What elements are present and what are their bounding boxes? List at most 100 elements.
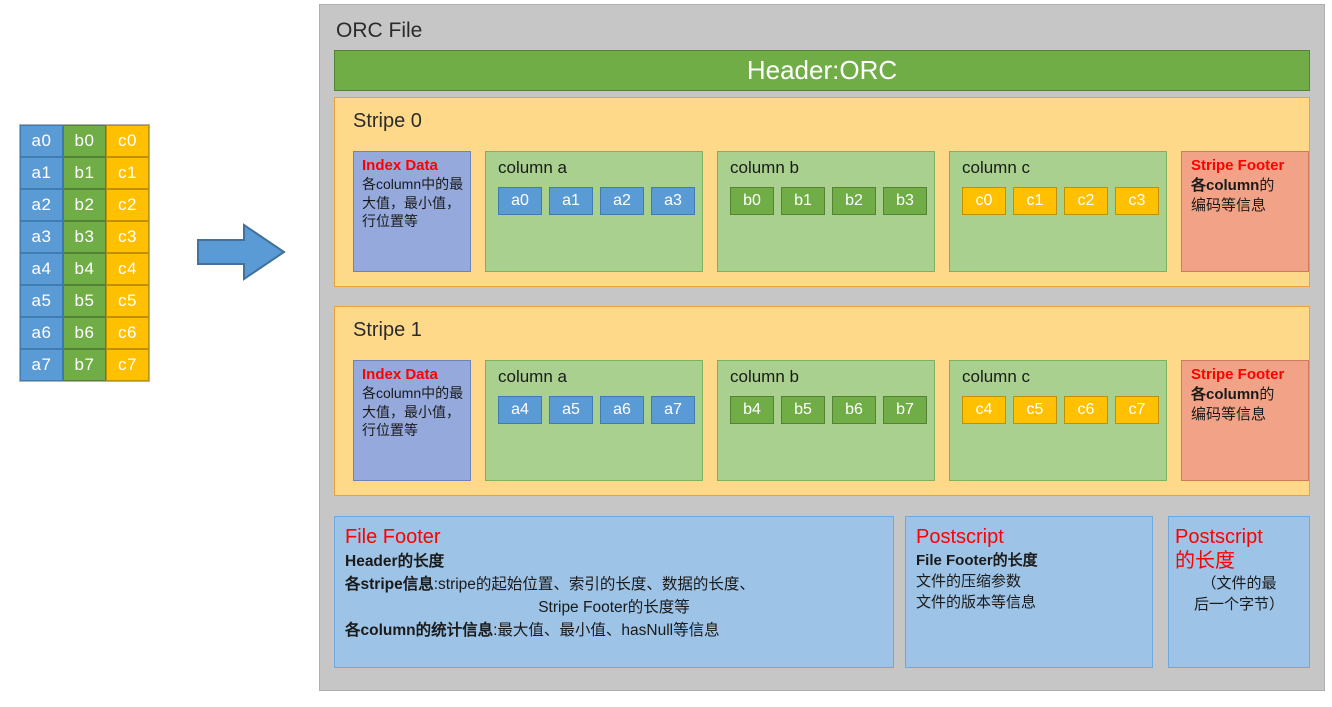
file-footer-line-1: Header的长度 [345, 550, 883, 573]
data-chip: b7 [883, 396, 927, 424]
stripe-footer-title: Stripe Footer [1191, 366, 1285, 383]
postscript-length-title-line-1: Postscript [1175, 526, 1263, 548]
stripe-0-stripe-footer: Stripe Footer 各column的 编码等信息 [1181, 151, 1309, 272]
postscript-line-2: 文件的压缩参数 [916, 573, 1022, 590]
orc-file-container: ORC File Header:ORC Stripe 0 Index Data … [319, 4, 1325, 691]
table-cell-c: c1 [106, 157, 149, 189]
orc-header-label: Header:ORC [746, 55, 898, 85]
table-cell-a: a6 [20, 317, 63, 349]
arrow-svg [197, 223, 286, 281]
orc-file-title: ORC File [336, 19, 423, 42]
data-chip: c4 [962, 396, 1006, 424]
table-cell-b: b1 [63, 157, 106, 189]
data-chip: a3 [651, 187, 695, 215]
data-chip: c5 [1013, 396, 1057, 424]
stripe-1-title: Stripe 1 [353, 319, 422, 341]
stripe-footer-title: Stripe Footer [1191, 157, 1285, 174]
data-chip: b5 [781, 396, 825, 424]
stripe-footer-desc-line2: 编码等信息 [1191, 197, 1267, 214]
table-cell-a: a2 [20, 189, 63, 221]
file-footer-line-4-bold: 各column的统计信息 [345, 622, 494, 639]
table-cell-b: b0 [63, 125, 106, 157]
stripe-0-body: Index Data 各column中的最大值，最小值，行位置等 column … [353, 151, 1309, 272]
stripe-footer-desc-bold: 各column [1191, 177, 1260, 194]
stripe-footer-desc-rest: 的 [1259, 177, 1275, 194]
stripe-0: Stripe 0 Index Data 各column中的最大值，最小值，行位置… [334, 97, 1310, 287]
file-footer-line-1-rest: 的长度 [397, 553, 445, 570]
file-footer-line-4: 各column的统计信息:最大值、最小值、hasNull等信息 [345, 619, 883, 642]
postscript-line-3: 文件的版本等信息 [916, 594, 1037, 611]
stripe-0-index-data: Index Data 各column中的最大值，最小值，行位置等 [353, 151, 471, 272]
file-footer-line-2: 各stripe信息:stripe的起始位置、索引的长度、数据的长度、 [345, 573, 883, 596]
stripe-1-index-data: Index Data 各column中的最大值，最小值，行位置等 [353, 360, 471, 481]
file-footer-line-3: Stripe Footer的长度等 [538, 599, 690, 616]
table-cell-c: c0 [106, 125, 149, 157]
data-chip: a4 [498, 396, 542, 424]
postscript-length-note-line-1: （文件的最 [1201, 575, 1277, 592]
data-chip: c6 [1064, 396, 1108, 424]
column-title: column b [730, 158, 799, 177]
column-title: column a [498, 158, 567, 177]
table-cell-a: a5 [20, 285, 63, 317]
stripe-footer-desc-rest: 的 [1259, 386, 1275, 403]
data-chip: a6 [600, 396, 644, 424]
data-chip: c2 [1064, 187, 1108, 215]
stripe-1-stripe-footer: Stripe Footer 各column的 编码等信息 [1181, 360, 1309, 481]
data-chip: a0 [498, 187, 542, 215]
stripe-footer-desc: 各column的 [1191, 176, 1304, 196]
file-footer-line-1-bold: Header [345, 553, 398, 570]
postscript-length-note-line-2: 后一个字节） [1193, 596, 1284, 613]
table-cell-a: a4 [20, 253, 63, 285]
table-cell-a: a0 [20, 125, 63, 157]
table-cell-c: c3 [106, 221, 149, 253]
data-chip: a7 [651, 396, 695, 424]
table-cell-c: c4 [106, 253, 149, 285]
data-chip: c3 [1115, 187, 1159, 215]
table-cell-c: c7 [106, 349, 149, 381]
right-arrow-icon [196, 222, 286, 282]
postscript-length-title-line-2: 的长度 [1175, 550, 1235, 572]
table-cell-c: c6 [106, 317, 149, 349]
data-chip: c7 [1115, 396, 1159, 424]
file-footer-title: File Footer [345, 526, 441, 548]
data-chip: c1 [1013, 187, 1057, 215]
stripe-footer-desc: 各column的 [1191, 385, 1304, 405]
column-title: column c [962, 367, 1031, 386]
table-cell-a: a3 [20, 221, 63, 253]
data-chip: a1 [549, 187, 593, 215]
data-chip: b4 [730, 396, 774, 424]
data-chip: b3 [883, 187, 927, 215]
postscript-length-box: Postscript 的长度 （文件的最 后一个字节） [1168, 516, 1310, 668]
file-footer-line-2-bold: 各stripe信息 [345, 576, 434, 593]
index-data-desc: 各column中的最大值，最小值，行位置等 [362, 385, 464, 438]
data-chip: b1 [781, 187, 825, 215]
data-chip: a5 [549, 396, 593, 424]
table-cell-c: c2 [106, 189, 149, 221]
stripe-0-title: Stripe 0 [353, 110, 422, 132]
data-chip: b6 [832, 396, 876, 424]
postscript-line-1-bold: File Footer [916, 552, 993, 569]
postscript-line-1: File Footer的长度 [916, 550, 1142, 571]
column-title: column b [730, 367, 799, 386]
data-chip: a2 [600, 187, 644, 215]
postscript-title: Postscript [916, 526, 1004, 548]
stripe-1: Stripe 1 Index Data 各column中的最大值，最小值，行位置… [334, 306, 1310, 496]
index-data-title: Index Data [362, 157, 438, 174]
table-cell-a: a7 [20, 349, 63, 381]
table-cell-b: b6 [63, 317, 106, 349]
postscript-box: Postscript File Footer的长度 文件的压缩参数 文件的版本等… [905, 516, 1153, 668]
table-cell-a: a1 [20, 157, 63, 189]
